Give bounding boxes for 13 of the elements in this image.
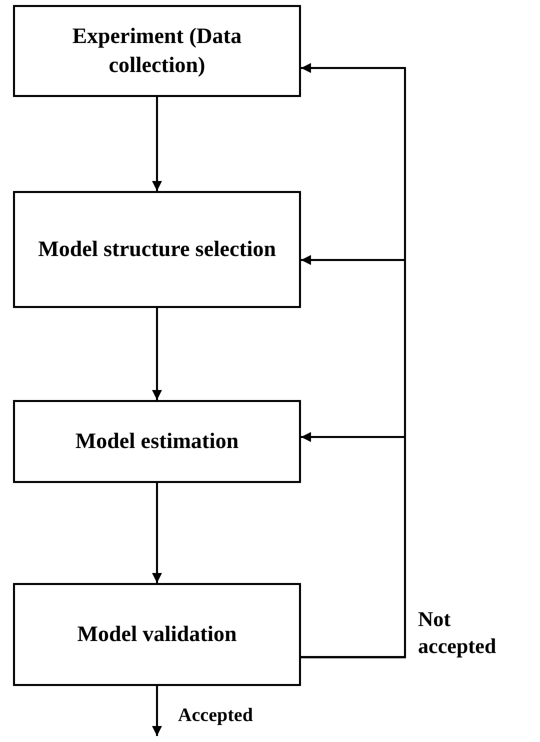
box-label: Model validation [77, 620, 237, 648]
arrow [301, 432, 406, 658]
arrow [152, 483, 162, 583]
process-box [13, 191, 301, 308]
box-label: Experiment (Data collection) [71, 22, 243, 79]
process-box [13, 583, 301, 686]
box-label: Model estimation [75, 427, 239, 456]
arrow [152, 308, 162, 400]
box-label: Model structure selection [38, 235, 276, 264]
process-box [13, 400, 301, 483]
arrow [152, 97, 162, 191]
process-box [13, 5, 301, 97]
arrow [152, 686, 162, 736]
